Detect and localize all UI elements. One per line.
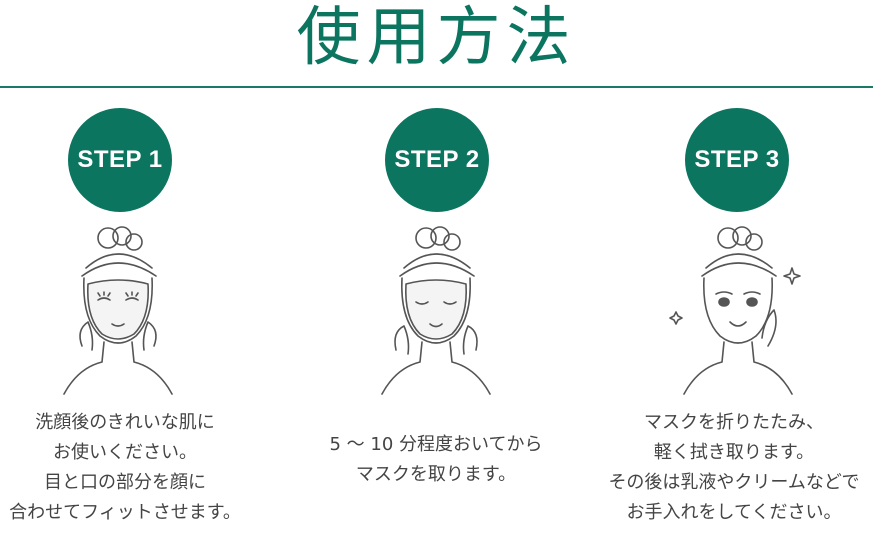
step-1-line: お使いください。 (53, 442, 197, 463)
step-3-badge: STEP 3 (685, 108, 789, 212)
step-1-line: 合わせてフィットさせます。 (9, 502, 241, 523)
step-2-text: 5 〜 10 分程度おいてから マスクを取ります。 (311, 430, 561, 490)
step-3-line: その後は乳液やクリームなどで (608, 472, 860, 493)
step-3-text: マスクを折りたたみ、 軽く拭き取ります。 その後は乳液やクリームなどで お手入れ… (594, 408, 873, 528)
step-1-line: 洗顔後のきれいな肌に (35, 412, 215, 433)
step-2-badge: STEP 2 (385, 108, 489, 212)
step-3-line: マスクを折りたたみ、 (644, 412, 824, 433)
step-1-text: 洗顔後のきれいな肌に お使いください。 目と口の部分を顔に 合わせてフィットさせ… (0, 408, 250, 528)
step-1-badge: STEP 1 (68, 108, 172, 212)
woman-smiling-sparkles-icon (669, 226, 801, 395)
page-title: 使用方法 (296, 1, 577, 75)
step-2-line: 5 〜 10 分程度おいてから (329, 434, 543, 455)
title-divider (0, 86, 873, 88)
step-3-line: お手入れをしてください。 (626, 502, 842, 523)
woman-applying-mask-icon (63, 226, 173, 395)
woman-wearing-mask-icon (381, 226, 491, 395)
step-1-line: 目と口の部分を顔に (44, 472, 206, 493)
step-2-line: マスクを取ります。 (355, 464, 517, 485)
step-3-line: 軽く拭き取ります。 (653, 442, 815, 463)
